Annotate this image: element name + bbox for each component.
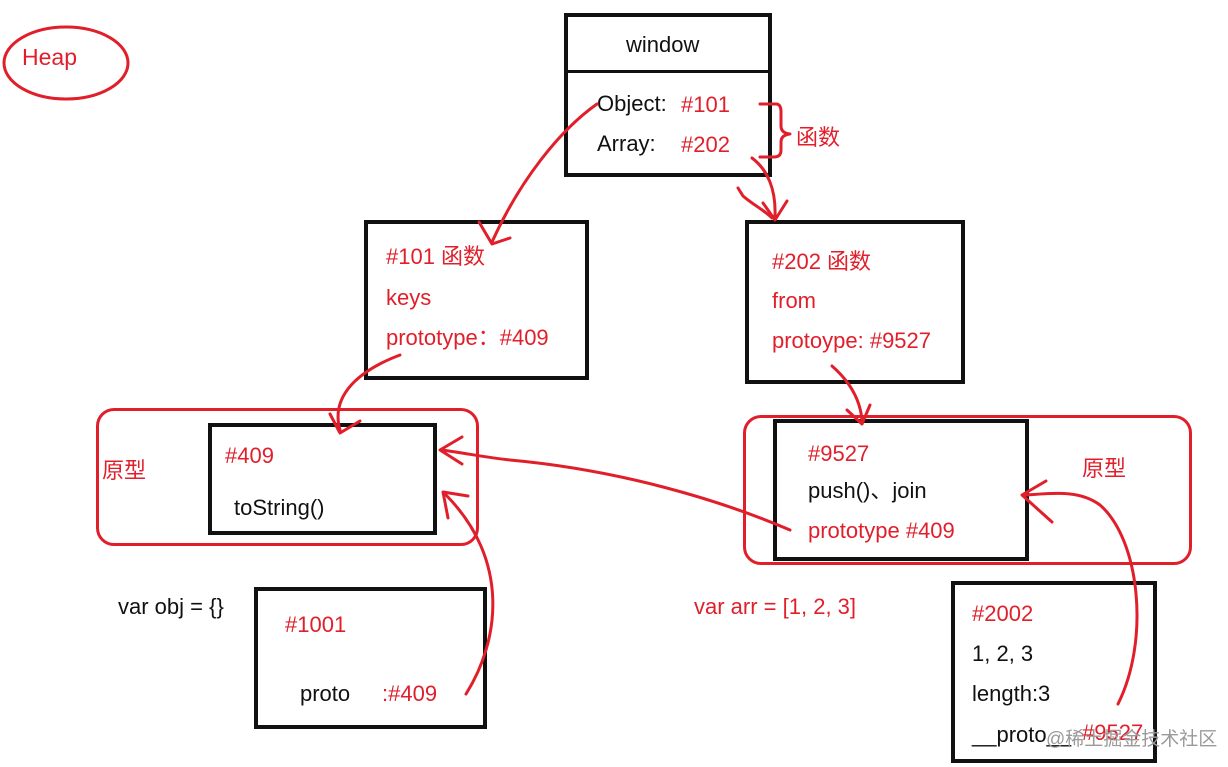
arrowhead-101-to-409 [328, 412, 362, 435]
window-object-key: Object: [597, 91, 667, 116]
arrow-array-tick [736, 186, 774, 220]
arrow-1001-to-409 [444, 493, 495, 696]
arrow-2002-to-9527 [1024, 491, 1139, 706]
function-202-prototype: protoype: #9527 [772, 328, 932, 353]
object-1001-id: #1001 [285, 612, 347, 637]
arrowhead-object-to-101 [477, 220, 512, 246]
watermark: @稀土掘金技术社区 [1046, 729, 1218, 750]
object-1001-proto-key: proto [300, 681, 351, 706]
arrowhead-array-to-202 [761, 199, 789, 222]
arrowhead-2002-to-9527 [1020, 479, 1054, 524]
prototype-group-409 [96, 408, 479, 546]
prototype-409-tostring: toString() [234, 495, 325, 520]
array-2002-box [951, 581, 1157, 763]
heap-label: Heap [22, 44, 77, 70]
arrow-object-to-101 [490, 102, 599, 244]
function-101-header: #101 函数 [386, 244, 486, 269]
heap-ellipse [2, 25, 130, 101]
function-bracket-label: 函数 [796, 125, 841, 150]
prototype-409-box [208, 423, 437, 535]
prototype-9527-id: #9527 [808, 441, 870, 466]
arr-code: var arr = [1, 2, 3] [694, 594, 857, 619]
array-2002-proto-ref: #9527 [1082, 720, 1144, 745]
arrow-9527-to-409 [440, 448, 792, 532]
arrowhead-1001-to-409 [441, 490, 470, 520]
prototype-group-9527 [743, 415, 1192, 565]
arrowhead-202-to-9527 [845, 403, 872, 426]
window-array-ref: #202 [681, 132, 730, 157]
window-object-ref: #101 [681, 92, 730, 117]
prototype-409-group-label: 原型 [102, 458, 147, 483]
window-title: window [626, 32, 700, 57]
prototype-9527-box [773, 419, 1029, 561]
array-2002-values: 1, 2, 3 [972, 641, 1034, 666]
prototype-409-id: #409 [225, 443, 274, 468]
prototype-9527-methods: push()、join [808, 478, 927, 503]
object-1001-proto-ref: :#409 [382, 681, 438, 706]
window-box [564, 13, 772, 177]
function-202-header: #202 函数 [772, 249, 872, 274]
prototype-9527-proto: prototype #409 [808, 518, 955, 543]
arrowhead-9527-to-409 [438, 435, 464, 466]
function-101-prototype: prototype：#409 [386, 325, 549, 350]
window-divider [564, 70, 772, 73]
window-array-key: Array: [597, 131, 656, 156]
arrow-101-to-409 [336, 353, 402, 432]
function-202-from: from [772, 288, 816, 313]
function-202-box [745, 220, 965, 384]
function-101-keys: keys [386, 285, 432, 310]
array-2002-proto-key: __proto__ [972, 722, 1072, 747]
prototype-9527-group-label: 原型 [1082, 456, 1127, 481]
arrow-202-to-9527 [830, 364, 864, 422]
function-101-box [364, 220, 589, 380]
function-bracket [758, 102, 792, 159]
arrow-array-to-202 [750, 156, 777, 218]
array-2002-length: length:3 [972, 681, 1051, 706]
obj-code: var obj = {} [118, 594, 224, 619]
array-2002-id: #2002 [972, 601, 1034, 626]
